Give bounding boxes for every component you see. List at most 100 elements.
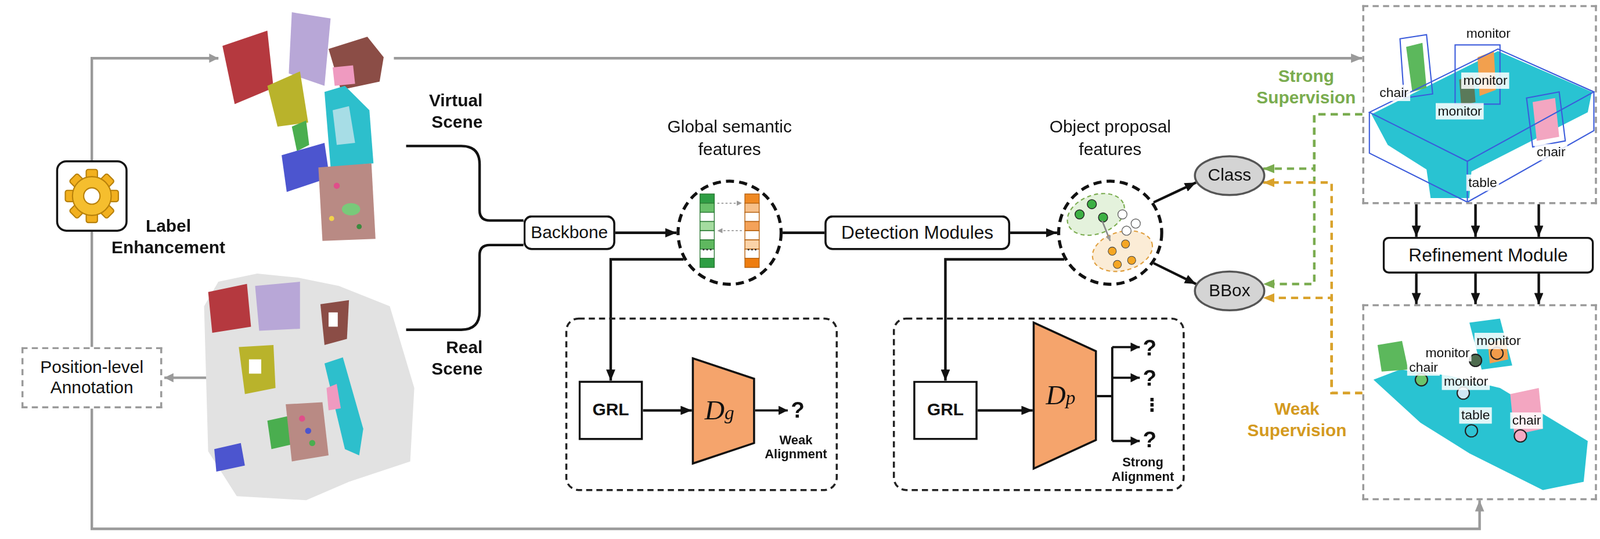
refined-result xyxy=(1373,318,1588,490)
virtual-scene-part xyxy=(333,182,341,190)
real-scene xyxy=(204,273,415,500)
connector xyxy=(1414,204,1418,237)
feature-columns-part xyxy=(705,248,708,251)
discriminator-outputs-part xyxy=(1096,347,1112,442)
label-text: GRL xyxy=(927,399,964,421)
virtual-scene xyxy=(222,12,384,241)
virtual-scene-part xyxy=(318,163,376,241)
virtual-scene-part xyxy=(292,120,310,151)
feature-columns-part xyxy=(702,248,705,251)
feature-columns-part xyxy=(744,221,760,231)
feature-columns-part xyxy=(700,249,715,259)
connector xyxy=(782,231,825,234)
virtual-scene-part xyxy=(222,30,274,105)
connector xyxy=(1474,273,1477,305)
text-anchor: table xyxy=(1458,405,1493,424)
text-anchor: Virtual Scene xyxy=(413,89,484,134)
label-text: Object proposal features xyxy=(1038,116,1182,162)
text-anchor: Weak Supervision xyxy=(1234,397,1360,442)
gray-arrows-part xyxy=(164,376,211,379)
result-panel: monitorchairmonitormonitorchairtable xyxy=(1361,5,1597,205)
feature-circle: Object proposal features xyxy=(1057,179,1164,286)
proposal-features-part xyxy=(1127,256,1136,265)
label-text: GRL xyxy=(592,399,629,421)
real-scene-part xyxy=(305,427,312,434)
process-box: Backbone xyxy=(523,215,616,251)
connector xyxy=(1537,273,1540,305)
grl-box: GRL xyxy=(913,380,978,441)
label-text: ? xyxy=(1143,333,1166,362)
label-text: table xyxy=(1458,406,1493,424)
label-text: Global semantic features xyxy=(658,116,802,162)
proposal-features-part xyxy=(1075,209,1085,219)
real-scene-part xyxy=(285,402,329,462)
detection-result-part-part xyxy=(1369,48,1595,161)
trap-shape xyxy=(692,358,754,464)
feature-columns-part xyxy=(700,221,715,231)
gear-box: Label Enhancement xyxy=(56,160,128,232)
feature-columns-part xyxy=(744,193,760,204)
feature-columns-part xyxy=(754,248,757,251)
real-scene-part xyxy=(249,359,262,374)
discriminator-trapezoid: Dp xyxy=(1032,321,1098,470)
label-text: ? xyxy=(1143,364,1166,392)
text-anchor: ? xyxy=(1143,425,1166,454)
label-text: Virtual Scene xyxy=(413,89,484,134)
connector xyxy=(615,231,677,234)
label-text: chair xyxy=(1407,359,1441,377)
discriminator-trapezoid: Dg xyxy=(692,357,756,465)
real-scene-part xyxy=(298,415,306,422)
feature-columns-part xyxy=(700,203,715,213)
label-text: Position-level Annotation xyxy=(23,356,161,399)
feature-columns-part xyxy=(744,258,760,268)
label-text: Weak Alignment xyxy=(759,432,834,463)
output-ellipse: BBox xyxy=(1193,270,1266,312)
process-box: Refinement Module xyxy=(1382,236,1595,274)
alignment-groups-part xyxy=(894,318,1184,490)
connector xyxy=(642,408,692,412)
label-text: Strong Supervision xyxy=(1249,65,1362,109)
text-anchor: chair xyxy=(1407,357,1441,376)
virtual-scene-part xyxy=(328,36,384,90)
proposal-features-part xyxy=(1108,246,1117,255)
virtual-scene-part xyxy=(329,215,335,222)
text-anchor: ? xyxy=(790,395,814,424)
result-panel: monitormonitorchairmonitortablechair xyxy=(1361,304,1597,500)
label-text: monitor xyxy=(1464,25,1513,43)
label-text: chair xyxy=(1534,143,1569,161)
process-box: Detection Modules xyxy=(824,215,1011,251)
proposal-features-part xyxy=(1121,239,1130,248)
real-scene-part xyxy=(214,442,245,472)
feature-columns-part xyxy=(700,212,715,222)
connector xyxy=(1474,204,1477,237)
feature-columns-part xyxy=(700,230,715,240)
annotation-box: Position-level Annotation xyxy=(21,347,163,409)
refined-result-part xyxy=(1510,387,1543,435)
label-text: BBox xyxy=(1208,279,1250,302)
feature-columns-part xyxy=(744,212,760,222)
label-text: Dg xyxy=(704,393,735,428)
virtual-scene-part xyxy=(267,71,309,127)
text-anchor: ? xyxy=(1143,333,1166,362)
connector xyxy=(1414,273,1418,305)
connector xyxy=(1263,297,1363,394)
label-text: Class xyxy=(1208,164,1252,187)
feature-columns-part xyxy=(700,239,715,250)
virtual-scene-part xyxy=(356,224,362,230)
discriminator-outputs-part xyxy=(1112,376,1140,379)
label-text: table xyxy=(1466,174,1500,192)
detection-result-part-part xyxy=(1369,91,1595,203)
label-text: monitor xyxy=(1461,72,1510,90)
connector xyxy=(610,258,684,381)
detection-result-part xyxy=(1532,98,1560,142)
gray-arrows-part xyxy=(208,56,219,60)
virtual-scene-part xyxy=(332,65,356,86)
real-scene-part xyxy=(254,281,300,331)
alignment-groups xyxy=(566,318,1184,490)
text-anchor: Label Enhancement xyxy=(96,215,240,259)
discriminator-outputs-part xyxy=(1112,439,1140,442)
connector xyxy=(1537,204,1540,237)
text-anchor: Real Scene xyxy=(413,336,484,381)
feature-columns-part xyxy=(717,229,742,232)
